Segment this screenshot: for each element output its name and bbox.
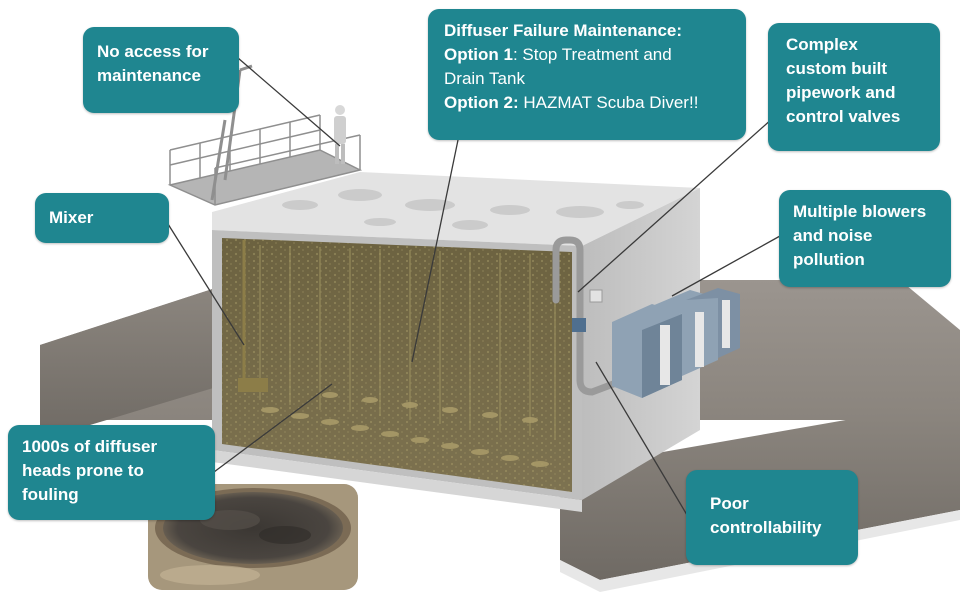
option-1-text-cont: Drain Tank (444, 69, 525, 88)
callout-diffuser-maintenance: Diffuser Failure Maintenance: Option 1: … (428, 9, 746, 140)
callout-blowers: Multiple blowers and noise pollution (779, 190, 951, 287)
worker-figure (334, 105, 346, 164)
callout-no-access-line-1: No access for (97, 42, 209, 61)
leader-lines (167, 57, 781, 521)
callout-pipework-line-1: Complex (786, 35, 858, 54)
callout-blowers-line-1: Multiple blowers (793, 202, 927, 221)
callout-pipework-line-4: control valves (786, 107, 901, 126)
callout-fouling: 1000s of diffuser heads prone to fouling (8, 425, 215, 520)
option-1-label: Option 1 (444, 45, 513, 64)
callout-fouling-line-1: 1000s of diffuser (22, 437, 158, 456)
callout-fouling-line-3: fouling (22, 485, 79, 504)
blower-units (612, 288, 740, 398)
callout-option-1: Option 1: Stop Treatment and (444, 43, 732, 67)
option-2-label: Option 2: (444, 93, 519, 112)
callout-controllability: Poor controllability (686, 470, 858, 565)
callout-controllability-line-1: Poor (710, 494, 749, 513)
callout-mixer-label: Mixer (49, 208, 94, 227)
callout-pipework-line-2: custom built (786, 59, 888, 78)
aeration-tank (212, 172, 700, 512)
callout-controllability-line-2: controllability (710, 518, 822, 537)
callout-no-access-line-2: maintenance (97, 66, 201, 85)
option-1-text: : Stop Treatment and (512, 45, 672, 64)
callout-pipework-line-3: pipework and (786, 83, 896, 102)
callout-mixer: Mixer (35, 193, 169, 243)
callout-fouling-line-2: heads prone to (22, 461, 144, 480)
callout-blowers-line-3: pollution (793, 250, 865, 269)
valve-box (589, 289, 603, 303)
pipework (552, 236, 649, 396)
walkway-platform (167, 64, 363, 206)
callout-blowers-line-2: and noise (793, 226, 873, 245)
callout-maintenance-heading: Diffuser Failure Maintenance: (444, 21, 683, 40)
callout-no-access: No access for maintenance (83, 27, 239, 113)
callout-pipework: Complex custom built pipework and contro… (768, 23, 940, 151)
callout-option-2: Option 2: HAZMAT Scuba Diver!! (444, 91, 732, 115)
option-2-text: HAZMAT Scuba Diver!! (518, 93, 699, 112)
control-valve (572, 318, 586, 332)
